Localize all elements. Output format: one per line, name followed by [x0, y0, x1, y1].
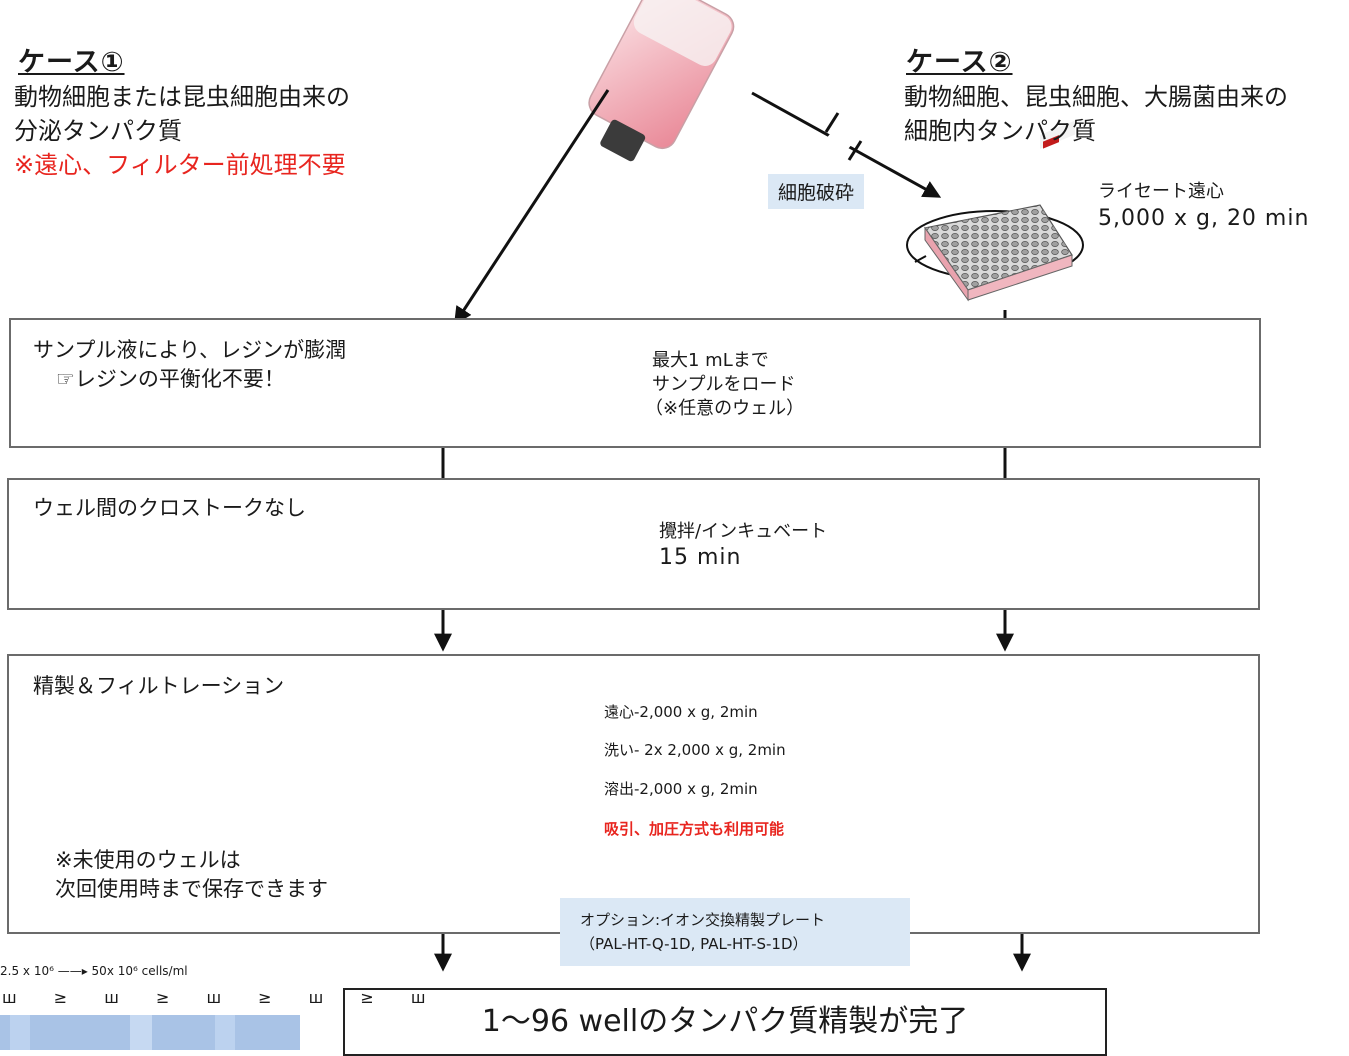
final-result: 1～96 wellのタンパク質精製が完了	[343, 988, 1107, 1056]
option-line2: （PAL-HT-Q-1D, PAL-HT-S-1D）	[580, 935, 808, 953]
step3-title: 精製＆フィルトレーション	[33, 674, 285, 698]
gel-lanes: ш ≥ ш ≥ ш ≥ ш ≥ ш	[2, 988, 442, 1007]
step3-alt-method: 吸引、加圧方式も利用可能	[604, 820, 785, 838]
step1-left-line2: ☞レジンの平衡化不要！	[56, 367, 285, 391]
option-box: オプション:イオン交換精製プレート （PAL-HT-Q-1D, PAL-HT-S…	[560, 898, 910, 966]
step1-center-line2: サンプルをロード	[652, 374, 796, 395]
case2-line2: 細胞内タンパク質	[904, 117, 1096, 145]
step3-box	[7, 654, 1260, 934]
gel-header: 2.5 x 10⁶ ——▸ 50x 10⁶ cells/ml	[0, 964, 188, 978]
step3-spin3: 溶出-2,000 x g, 2min	[604, 780, 758, 798]
case1-line1: 動物細胞または昆虫細胞由来の	[14, 83, 350, 111]
lysis-label: 細胞破砕	[768, 174, 865, 209]
case1-note: ※遠心、フィルター前処理不要	[14, 151, 346, 179]
step3-spin1: 遠心-2,000 x g, 2min	[604, 703, 758, 721]
case2-title: ケース②	[906, 47, 1013, 78]
step1-box	[9, 318, 1261, 448]
step2-center-line2: 15 min	[659, 545, 742, 570]
step1-center-line3: （※任意のウェル）	[645, 398, 805, 419]
step3-spin2: 洗い- 2x 2,000 x g, 2min	[604, 741, 786, 759]
step2-left: ウェル間のクロストークなし	[33, 496, 306, 520]
step3-storage-line1: ※未使用のウェルは	[55, 848, 241, 872]
case2-line1: 動物細胞、昆虫細胞、大腸菌由来の	[904, 83, 1288, 111]
step1-center-line1: 最大1 mLまで	[652, 350, 769, 371]
step3-storage-line2: 次回使用時まで保存できます	[55, 877, 328, 901]
case1-line2: 分泌タンパク質	[14, 117, 182, 145]
arrow-case1	[454, 89, 610, 326]
arrow-case2	[751, 91, 942, 198]
lysate-conditions: 5,000 x g, 20 min	[1098, 206, 1310, 231]
lysate-label: ライセート遠心	[1098, 181, 1224, 202]
culture-bottle-icon	[588, 0, 735, 162]
step1-left-line1: サンプル液により、レジンが膨潤	[33, 338, 347, 362]
case1-title: ケース①	[18, 47, 125, 78]
option-line1: オプション:イオン交換精製プレート	[580, 911, 826, 929]
centrifuge-plate-icon	[906, 204, 1084, 302]
step2-center-line1: 攪拌/インキュベート	[659, 521, 828, 542]
gel-image	[0, 1015, 300, 1050]
step2-box	[7, 478, 1260, 610]
